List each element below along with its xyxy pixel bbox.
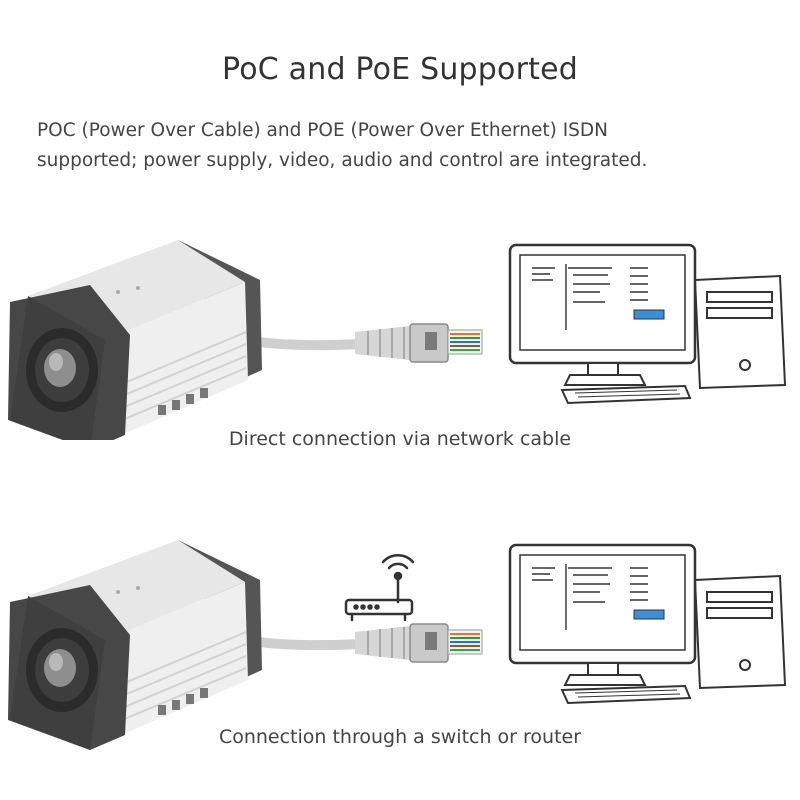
wifi-router-icon: [344, 553, 415, 622]
desktop-computer-icon: [508, 243, 787, 405]
box-camera-icon: [7, 240, 263, 440]
description-line-2: supported; power supply, video, audio an…: [37, 150, 648, 171]
box-camera-icon: [7, 540, 263, 751]
description: POC (Power Over Cable) and POE (Power Ov…: [37, 116, 777, 176]
description-line-1: POC (Power Over Cable) and POE (Power Ov…: [37, 120, 608, 141]
scenario-caption-router: Connection through a switch or router: [218, 726, 582, 748]
desktop-computer-icon: [508, 543, 787, 705]
scenario-router: [0, 540, 800, 780]
scenario-caption-direct: Direct connection via network cable: [228, 428, 572, 450]
page-title: PoC and PoE Supported: [222, 52, 578, 87]
ethernet-cable-icon: [245, 324, 482, 362]
ethernet-cable-icon: [245, 624, 482, 662]
